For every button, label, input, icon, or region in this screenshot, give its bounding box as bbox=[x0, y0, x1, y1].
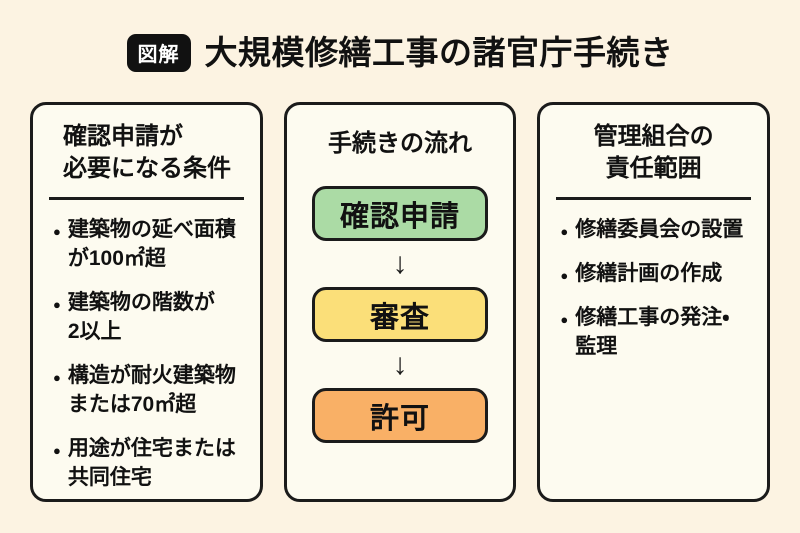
down-arrow-icon: ↓ bbox=[392, 247, 408, 280]
page-header: 図解 大規模修繕工事の諸官庁手続き bbox=[0, 0, 800, 72]
list-item: ● 修繕計画の作成 bbox=[560, 260, 751, 289]
flow-step-shinsa: 審査 bbox=[311, 287, 489, 342]
responsibility-list: ● 修繕委員会の設置 ● 修繕計画の作成 ● 修繕工事の発注・ 監理 bbox=[556, 216, 751, 362]
flow-step-label: 許可 bbox=[370, 402, 431, 435]
conditions-title-line2: 必要になる条件 bbox=[63, 154, 231, 182]
card-responsibility: 管理組合の 責任範囲 ● 修繕委員会の設置 ● 修繕計画の作成 bbox=[537, 102, 771, 502]
list-item-text: 修繕委員会の設置 bbox=[575, 217, 744, 241]
list-item-text: が100㎡超 bbox=[67, 246, 166, 270]
bullet-icon: ● bbox=[560, 267, 569, 283]
responsibility-title-line2: 責任範囲 bbox=[605, 154, 702, 182]
card-row: 確認申請が 必要になる条件 ● 建築物の延べ面積 が100㎡超 ● 建築物の階数… bbox=[0, 102, 800, 502]
conditions-divider bbox=[49, 196, 244, 200]
bullet-icon: ● bbox=[53, 369, 61, 385]
list-item: ● 修繕委員会の設置 bbox=[560, 216, 751, 245]
list-item-text: 修繕工事の発注・ bbox=[575, 305, 730, 329]
list-item: ● 建築物の階数が 2以上 bbox=[53, 289, 244, 347]
list-item: ● 用途が住宅または 共同住宅 bbox=[53, 435, 244, 493]
conditions-list: ● 建築物の延べ面積 が100㎡超 ● 建築物の階数が 2以上 ● bbox=[49, 216, 244, 493]
list-item-text: 修繕計画の作成 bbox=[575, 261, 723, 285]
list-item-text: 2以上 bbox=[67, 319, 122, 343]
flow-title: 手続きの流れ bbox=[328, 130, 472, 157]
flow-step-kyoka: 許可 bbox=[311, 388, 489, 443]
flow-step-label: 確認申請 bbox=[340, 200, 461, 233]
conditions-title: 確認申請が 必要になる条件 bbox=[49, 121, 244, 185]
bullet-icon: ● bbox=[560, 223, 569, 239]
zukai-badge: 図解 bbox=[126, 34, 191, 72]
responsibility-title: 管理組合の 責任範囲 bbox=[556, 121, 751, 185]
list-item: ● 構造が耐火建築物 または70㎡超 bbox=[53, 362, 244, 420]
list-item-text: 監理 bbox=[575, 334, 618, 358]
card-conditions: 確認申請が 必要になる条件 ● 建築物の延べ面積 が100㎡超 ● 建築物の階数… bbox=[30, 102, 263, 502]
bullet-icon: ● bbox=[53, 223, 61, 239]
bullet-icon: ● bbox=[53, 442, 61, 458]
flow-step-label: 審査 bbox=[370, 301, 431, 334]
list-item: ● 修繕工事の発注・ 監理 bbox=[560, 304, 751, 362]
conditions-title-line1: 確認申請が bbox=[63, 123, 183, 150]
list-item-text: 建築物の階数が bbox=[67, 290, 215, 314]
page-title: 大規模修繕工事の諸官庁手続き bbox=[204, 33, 674, 71]
list-item-text: または70㎡超 bbox=[67, 392, 197, 416]
responsibility-title-line1: 管理組合の bbox=[593, 123, 714, 150]
list-item-text: 建築物の延べ面積 bbox=[67, 217, 236, 241]
flow-step-kakunin-shinsei: 確認申請 bbox=[311, 186, 489, 241]
list-item-text: 構造が耐火建築物 bbox=[67, 363, 236, 387]
bullet-icon: ● bbox=[53, 296, 61, 312]
card-flow: 手続きの流れ 確認申請 ↓ 審査 ↓ 許可 bbox=[283, 102, 517, 502]
list-item: ● 建築物の延べ面積 が100㎡超 bbox=[53, 216, 244, 274]
bullet-icon: ● bbox=[560, 311, 569, 327]
list-item-text: 共同住宅 bbox=[67, 465, 152, 489]
responsibility-divider bbox=[556, 196, 752, 200]
list-item-text: 用途が住宅または bbox=[67, 436, 236, 460]
down-arrow-icon: ↓ bbox=[392, 348, 408, 381]
